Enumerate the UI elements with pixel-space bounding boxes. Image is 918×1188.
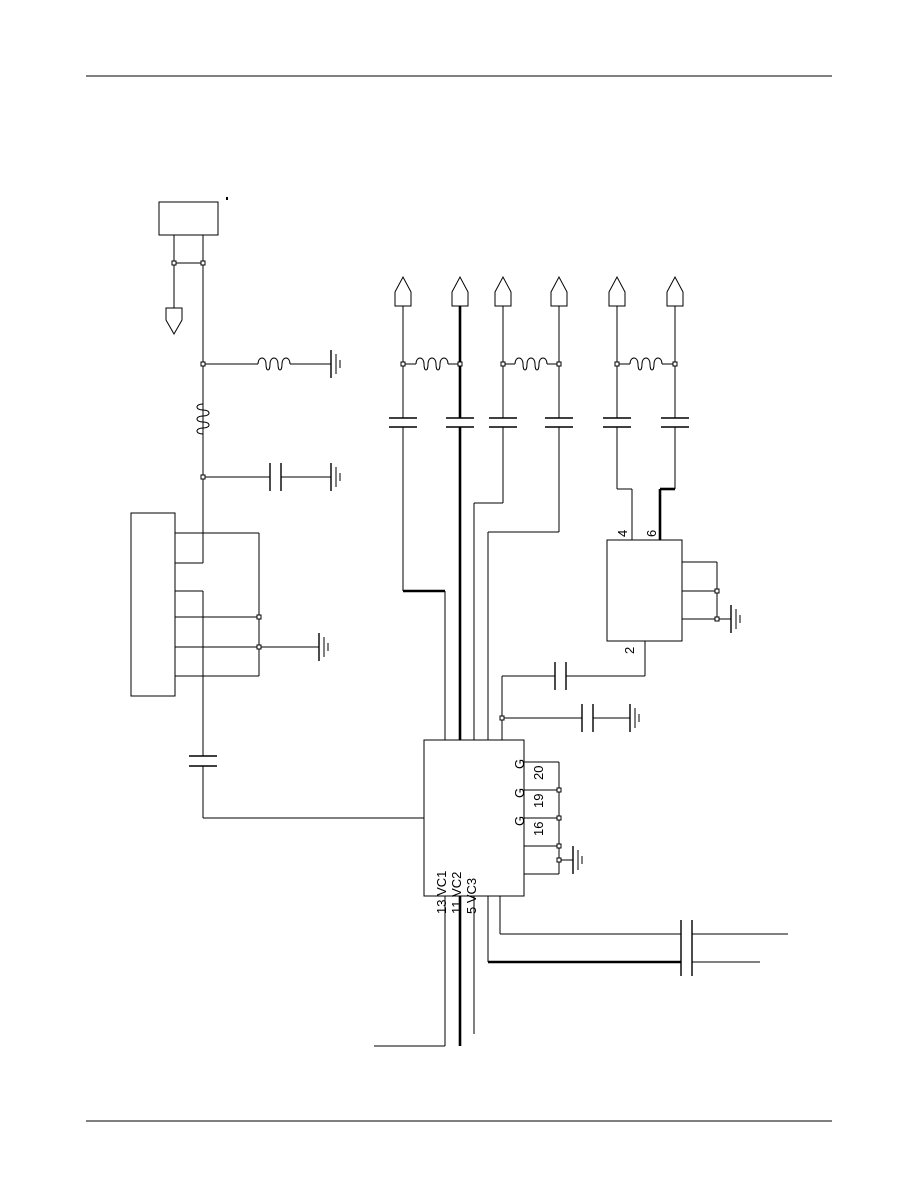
ground-icon: [730, 605, 741, 633]
ground-icon: [330, 350, 341, 378]
cross-inductors: [400, 357, 678, 371]
terminal-arrow-icon: [451, 275, 469, 307]
terminal-arrow-icon: [666, 275, 684, 307]
ground-pin-label: G: [512, 759, 527, 769]
ground-icon: [629, 704, 640, 732]
shunt-inductor-icon: [257, 357, 291, 371]
inductor-icon: [415, 357, 449, 371]
terminal-arrow-icon: [494, 275, 512, 307]
left-chain: [130, 197, 424, 819]
series-capacitors: [389, 417, 689, 428]
ground-icon: [318, 633, 329, 661]
terminal-arrow-icon: [550, 275, 568, 307]
small-ic-body: [606, 539, 683, 642]
pin-6-label: 6: [644, 530, 659, 537]
ground-icon: [572, 846, 583, 874]
pin-19-label: 19: [531, 794, 546, 808]
antenna-arrow-icon: [165, 307, 183, 336]
inductor-icon: [514, 357, 548, 371]
pin-2-label: 2: [622, 647, 637, 654]
small-ic: 4 6 2: [501, 530, 741, 740]
vc3-label: 5 VC3: [464, 878, 479, 914]
pin-4-label: 4: [615, 530, 630, 537]
vc2-label: 11 VC2: [449, 872, 464, 914]
terminal-arrow-icon: [608, 275, 626, 307]
pin-16-label: 16: [531, 822, 546, 836]
terminal-arrow-icon: [394, 275, 412, 307]
inductor-icon: [629, 357, 663, 371]
vc1-label: 13 VC1: [434, 871, 449, 914]
ground-pin-label: G: [512, 788, 527, 798]
ground-icon: [330, 463, 341, 491]
series-inductor-icon: [196, 403, 210, 435]
pin-20-label: 20: [531, 766, 546, 780]
stray-mark: [226, 197, 228, 200]
terminal-row: [394, 275, 684, 307]
top-connector-box: [158, 201, 219, 236]
main-ic: 13 VC1 11 VC2 5 VC3 G G G 20 19 16: [423, 739, 583, 914]
filter-block: [130, 512, 176, 697]
ground-pin-label: G: [512, 816, 527, 826]
